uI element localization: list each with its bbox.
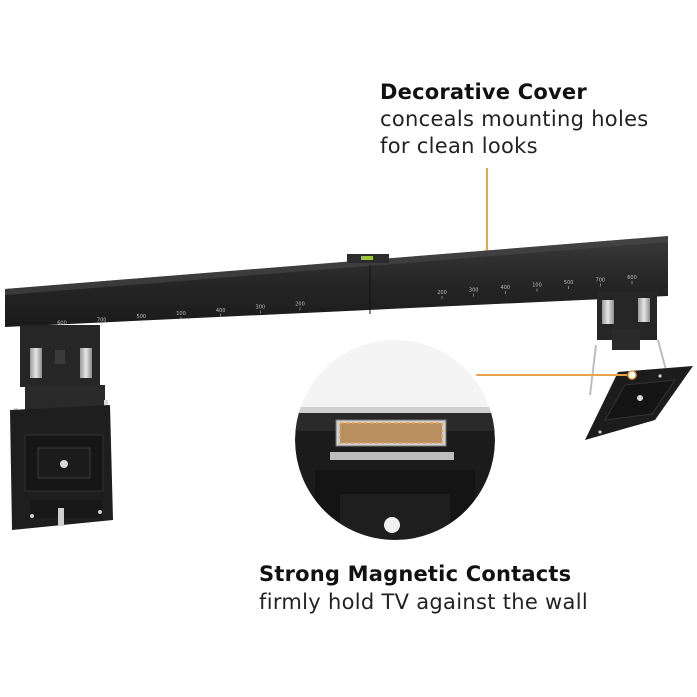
scale-label-left-5: 300	[256, 305, 266, 311]
rail-scale-right: 200 300 400 100 500 700 600	[437, 275, 637, 300]
scale-label-right-3: 100	[532, 282, 542, 288]
left-tv-bracket	[10, 325, 113, 530]
rail-scale-left: 600 700 500 100 400 300 200	[57, 301, 305, 330]
scale-label-right-5: 700	[596, 277, 606, 283]
scale-label-left-4: 400	[216, 308, 226, 314]
magnet-leader-dot	[627, 370, 637, 380]
scale-label-left-3: 100	[176, 311, 186, 317]
scale-label-left-6: 200	[295, 301, 305, 307]
scale-label-right-0: 200	[437, 290, 447, 296]
scale-label-right-1: 300	[469, 288, 479, 294]
cover-callout-line1: conceals mounting holes	[380, 107, 649, 131]
right-tv-bracket	[585, 292, 693, 440]
scale-label-right-6: 600	[627, 275, 637, 281]
cover-callout-line2: for clean looks	[380, 134, 538, 158]
magnified-detail-circle	[291, 336, 499, 544]
decorative-cover-rail	[5, 236, 668, 327]
magnet-callout-title: Strong Magnetic Contacts	[259, 562, 572, 586]
scale-label-right-2: 400	[501, 285, 511, 291]
scale-label-left-1: 700	[97, 317, 107, 323]
cover-callout-title: Decorative Cover	[380, 80, 587, 104]
magnet-callout-line1: firmly hold TV against the wall	[259, 590, 588, 614]
scale-label-right-4: 500	[564, 280, 574, 286]
scale-label-left-2: 500	[137, 314, 147, 320]
scale-label-left-0: 600	[57, 320, 67, 326]
